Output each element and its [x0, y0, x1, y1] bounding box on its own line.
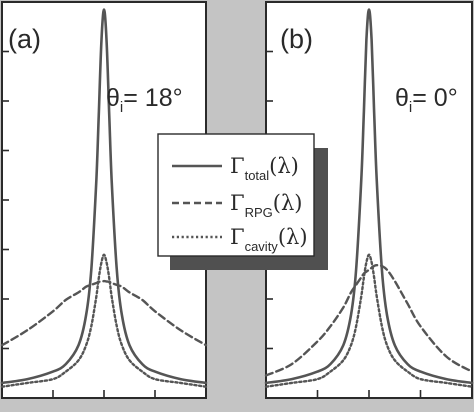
panel-a-angle-value: = 18°: [123, 84, 182, 112]
legend-cavity-arg: (λ): [278, 225, 308, 249]
panel-b: (b) θi= 0°: [264, 1, 474, 399]
legend-label-cavity: Γcavity(λ): [230, 225, 308, 254]
legend-cavity-subscript: cavity: [245, 239, 279, 254]
panel-a-label: (a): [8, 24, 41, 54]
legend-label-rpg: ΓRPG(λ): [230, 191, 302, 220]
panel-a-curves: [0, 8, 208, 388]
legend-cavity-symbol: Γ: [230, 225, 245, 249]
panel-a-rpg-curve: [0, 279, 208, 347]
legend-total-symbol: Γ: [230, 154, 245, 178]
panel-b-total-curve: [264, 8, 474, 385]
panel-b-angle-symbol: θ: [395, 84, 409, 112]
legend-box: [157, 133, 315, 257]
legend-total-subscript: total: [245, 168, 270, 183]
legend-rpg-arg: (λ): [273, 191, 303, 215]
legend: Γtotal(λ) ΓRPG(λ) Γcavity(λ): [157, 133, 328, 270]
panel-b-angle-annotation: θi= 0°: [395, 84, 458, 116]
panel-b-angle-value: = 0°: [412, 84, 457, 112]
panel-a-angle-subscript: i: [120, 99, 123, 116]
panel-a-total-curve: [0, 8, 208, 385]
panel-b-rpg-curve: [264, 264, 474, 377]
panel-a-cavity-curve: [0, 253, 208, 388]
legend-rpg-subscript: RPG: [245, 205, 273, 220]
panel-a-angle-symbol: θ: [106, 84, 120, 112]
panel-b-curves: [264, 8, 474, 388]
panel-b-angle-subscript: i: [409, 99, 412, 116]
panel-a-ticks: [2, 50, 156, 398]
legend-total-arg: (λ): [269, 154, 299, 178]
legend-rpg-symbol: Γ: [230, 191, 245, 215]
panel-b-label: (b): [280, 24, 313, 54]
legend-label-total: Γtotal(λ): [230, 154, 299, 183]
panel-a-angle-annotation: θi= 18°: [106, 84, 183, 116]
panel-b-cavity-curve: [264, 253, 474, 388]
